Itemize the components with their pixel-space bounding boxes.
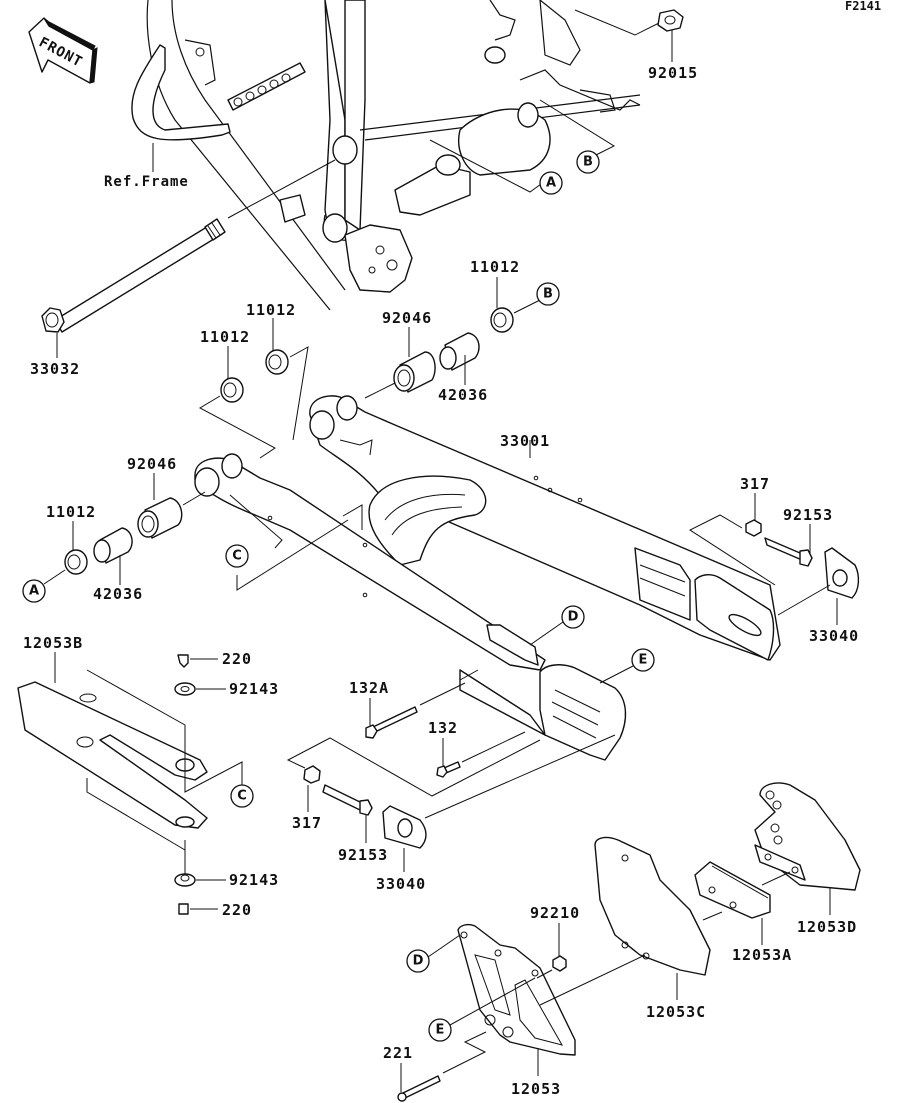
svg-text:E: E	[639, 653, 648, 668]
svg-text:12053D: 12053D	[797, 918, 857, 936]
svg-text:220: 220	[222, 901, 252, 919]
adjuster-33040-left: 33040	[376, 734, 616, 893]
svg-text:317: 317	[292, 814, 322, 832]
collar-92143-lower: 92143	[174, 840, 279, 889]
svg-text:11012: 11012	[246, 301, 296, 319]
svg-text:132A: 132A	[349, 679, 389, 697]
bearing-92046-right: 92046	[364, 309, 436, 399]
svg-text:C: C	[232, 549, 242, 564]
screw-220-upper: 220	[177, 650, 252, 668]
svg-text:33001: 33001	[500, 432, 550, 450]
svg-text:A: A	[29, 584, 39, 599]
ref-frame-label: Ref.Frame	[104, 174, 189, 190]
figure-id: F2141	[845, 0, 881, 13]
svg-text:12053: 12053	[511, 1080, 561, 1098]
chain-guide-12053: 12053	[457, 923, 646, 1098]
svg-text:221: 221	[383, 1044, 413, 1062]
svg-text:132: 132	[428, 719, 458, 737]
seal-11012-upper-a: 11012	[198, 328, 276, 459]
callout-e-swingarm: E	[631, 648, 655, 672]
pivot-shaft-33032: 33032	[30, 159, 336, 378]
sleeve-42036-right: 42036	[438, 332, 488, 404]
part-label-92015: 92015	[648, 64, 698, 82]
swingarm-33001: 33001	[194, 395, 781, 761]
svg-text:92153: 92153	[783, 506, 833, 524]
svg-text:B: B	[583, 155, 593, 170]
bolt-221: 221	[383, 1031, 487, 1102]
guide-plate-12053C: 12053C	[594, 836, 711, 1021]
chain-slider-12053B: 12053B	[17, 634, 208, 851]
svg-text:D: D	[413, 954, 424, 969]
callout-a-seal: A	[22, 579, 46, 603]
collar-92143-upper: 92143	[174, 680, 279, 698]
callout-d-guide: D	[406, 949, 430, 973]
svg-text:92046: 92046	[127, 455, 177, 473]
guide-pad-12053A: 12053A	[694, 861, 792, 964]
callout-b-seal: B	[536, 282, 560, 306]
frame-drawing	[131, 0, 641, 311]
screw-220-lower: 220	[178, 901, 252, 919]
svg-text:317: 317	[740, 475, 770, 493]
svg-text:11012: 11012	[470, 258, 520, 276]
adjuster-33040-right: 33040	[777, 547, 860, 645]
svg-text:12053B: 12053B	[23, 634, 83, 652]
svg-text:92046: 92046	[382, 309, 432, 327]
callout-c-swingarm: C	[225, 544, 249, 568]
svg-text:92143: 92143	[229, 680, 279, 698]
sleeve-42036-left: 42036	[93, 527, 143, 603]
guide-bracket-12053D: 12053D	[754, 782, 861, 936]
svg-text:42036: 42036	[93, 585, 143, 603]
svg-text:92210: 92210	[530, 904, 580, 922]
bearing-92046-left: 92046	[127, 455, 206, 539]
callout-e-guide: E	[428, 1018, 452, 1042]
nut-317-right: 317	[688, 475, 776, 586]
svg-text:12053A: 12053A	[732, 946, 792, 964]
part-label-33032: 33032	[30, 360, 80, 378]
svg-text:11012: 11012	[46, 503, 96, 521]
front-arrow-icon: FRONT	[28, 17, 98, 84]
svg-text:11012: 11012	[200, 328, 250, 346]
svg-text:A: A	[546, 176, 556, 191]
seal-11012-left: 11012	[43, 503, 96, 585]
nut-92015: 92015	[574, 9, 698, 82]
bolt-92153-right: 92153	[764, 506, 833, 567]
callout-b-top: B	[576, 150, 600, 174]
nut-317-left: 317	[292, 765, 322, 832]
nut-92210: 92210	[530, 904, 580, 979]
bolt-132: 132	[428, 719, 526, 778]
seal-11012-right: 11012	[470, 258, 541, 333]
bolt-92153-left: 92153	[322, 784, 388, 864]
svg-text:42036: 42036	[438, 386, 488, 404]
seal-11012-upper-b: 11012	[246, 301, 309, 441]
svg-text:92143: 92143	[229, 871, 279, 889]
svg-text:E: E	[436, 1023, 445, 1038]
callout-d-swingarm: D	[561, 605, 585, 629]
svg-text:D: D	[568, 610, 579, 625]
callout-c-slider: C	[230, 784, 254, 808]
svg-text:12053C: 12053C	[646, 1003, 706, 1021]
svg-text:33040: 33040	[809, 627, 859, 645]
svg-text:33040: 33040	[376, 875, 426, 893]
bolt-132A: 132A	[349, 679, 466, 739]
callout-a-top: A	[539, 171, 563, 195]
svg-text:220: 220	[222, 650, 252, 668]
svg-text:B: B	[543, 287, 553, 302]
svg-text:92153: 92153	[338, 846, 388, 864]
svg-text:C: C	[237, 789, 247, 804]
